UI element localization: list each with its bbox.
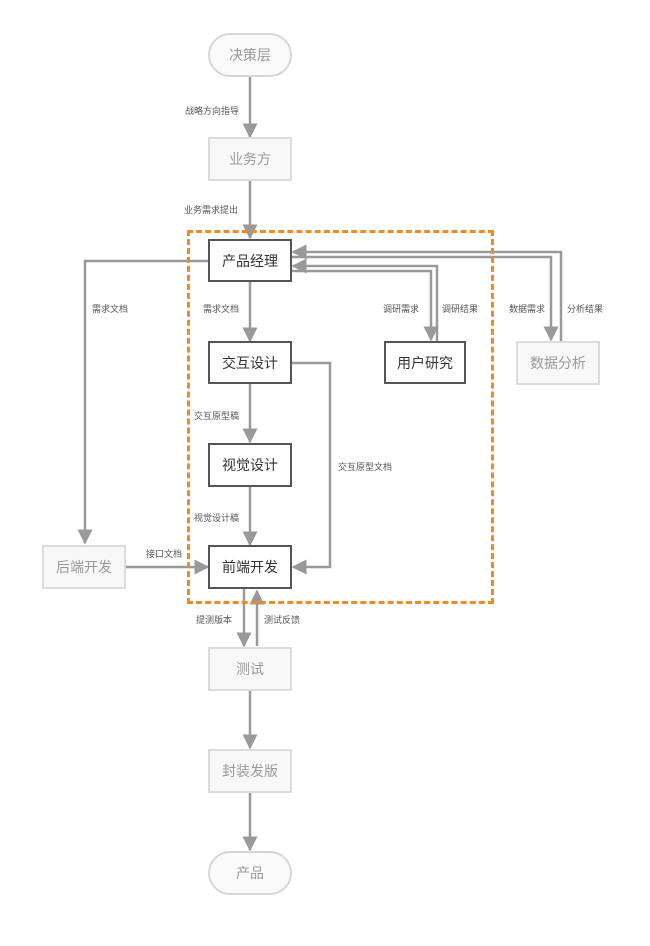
node-frontend: 前端开发 — [208, 545, 292, 589]
edge-data-pm — [291, 244, 563, 341]
label-pm-data: 数据需求 — [509, 305, 546, 315]
edge-pm-backend — [77, 259, 210, 545]
node-backend: 后端开发 — [42, 545, 126, 589]
label-interaction-frontend: 交互原型文档 — [338, 463, 393, 473]
node-business: 业务方 — [208, 137, 292, 181]
label-decision-business: 战略方向指导 — [185, 107, 240, 117]
label-pm-user-research: 调研需求 — [383, 305, 420, 315]
node-test: 测试 — [208, 647, 292, 691]
label-backend-frontend: 接口文档 — [146, 550, 183, 560]
node-release: 封装发版 — [208, 749, 292, 793]
node-interaction: 交互设计 — [208, 341, 292, 384]
product-team-zone — [187, 230, 494, 604]
node-data-analysis: 数据分析 — [516, 341, 600, 385]
label-test-frontend: 测试反馈 — [264, 616, 301, 626]
node-user-research: 用户研究 — [384, 341, 466, 384]
label-pm-backend: 需求文档 — [92, 305, 129, 315]
label-interaction-visual: 交互原型稿 — [194, 412, 240, 422]
label-user-research-pm: 调研结果 — [442, 305, 479, 315]
label-pm-interaction: 需求文档 — [203, 305, 240, 315]
node-visual: 视觉设计 — [208, 443, 292, 487]
label-data-pm: 分析结果 — [567, 305, 604, 315]
edge-pm-user-research — [291, 269, 439, 342]
edge-interaction-frontend — [291, 361, 332, 575]
node-product: 产品 — [208, 851, 292, 895]
node-decision: 决策层 — [208, 33, 292, 77]
node-pm: 产品经理 — [208, 239, 292, 282]
label-frontend-test: 提测版本 — [196, 616, 233, 626]
label-business-pm: 业务需求提出 — [184, 206, 239, 216]
edge-pm-data — [291, 255, 559, 342]
label-visual-frontend: 视觉设计稿 — [194, 514, 240, 524]
edge-user-research-pm — [291, 258, 439, 341]
